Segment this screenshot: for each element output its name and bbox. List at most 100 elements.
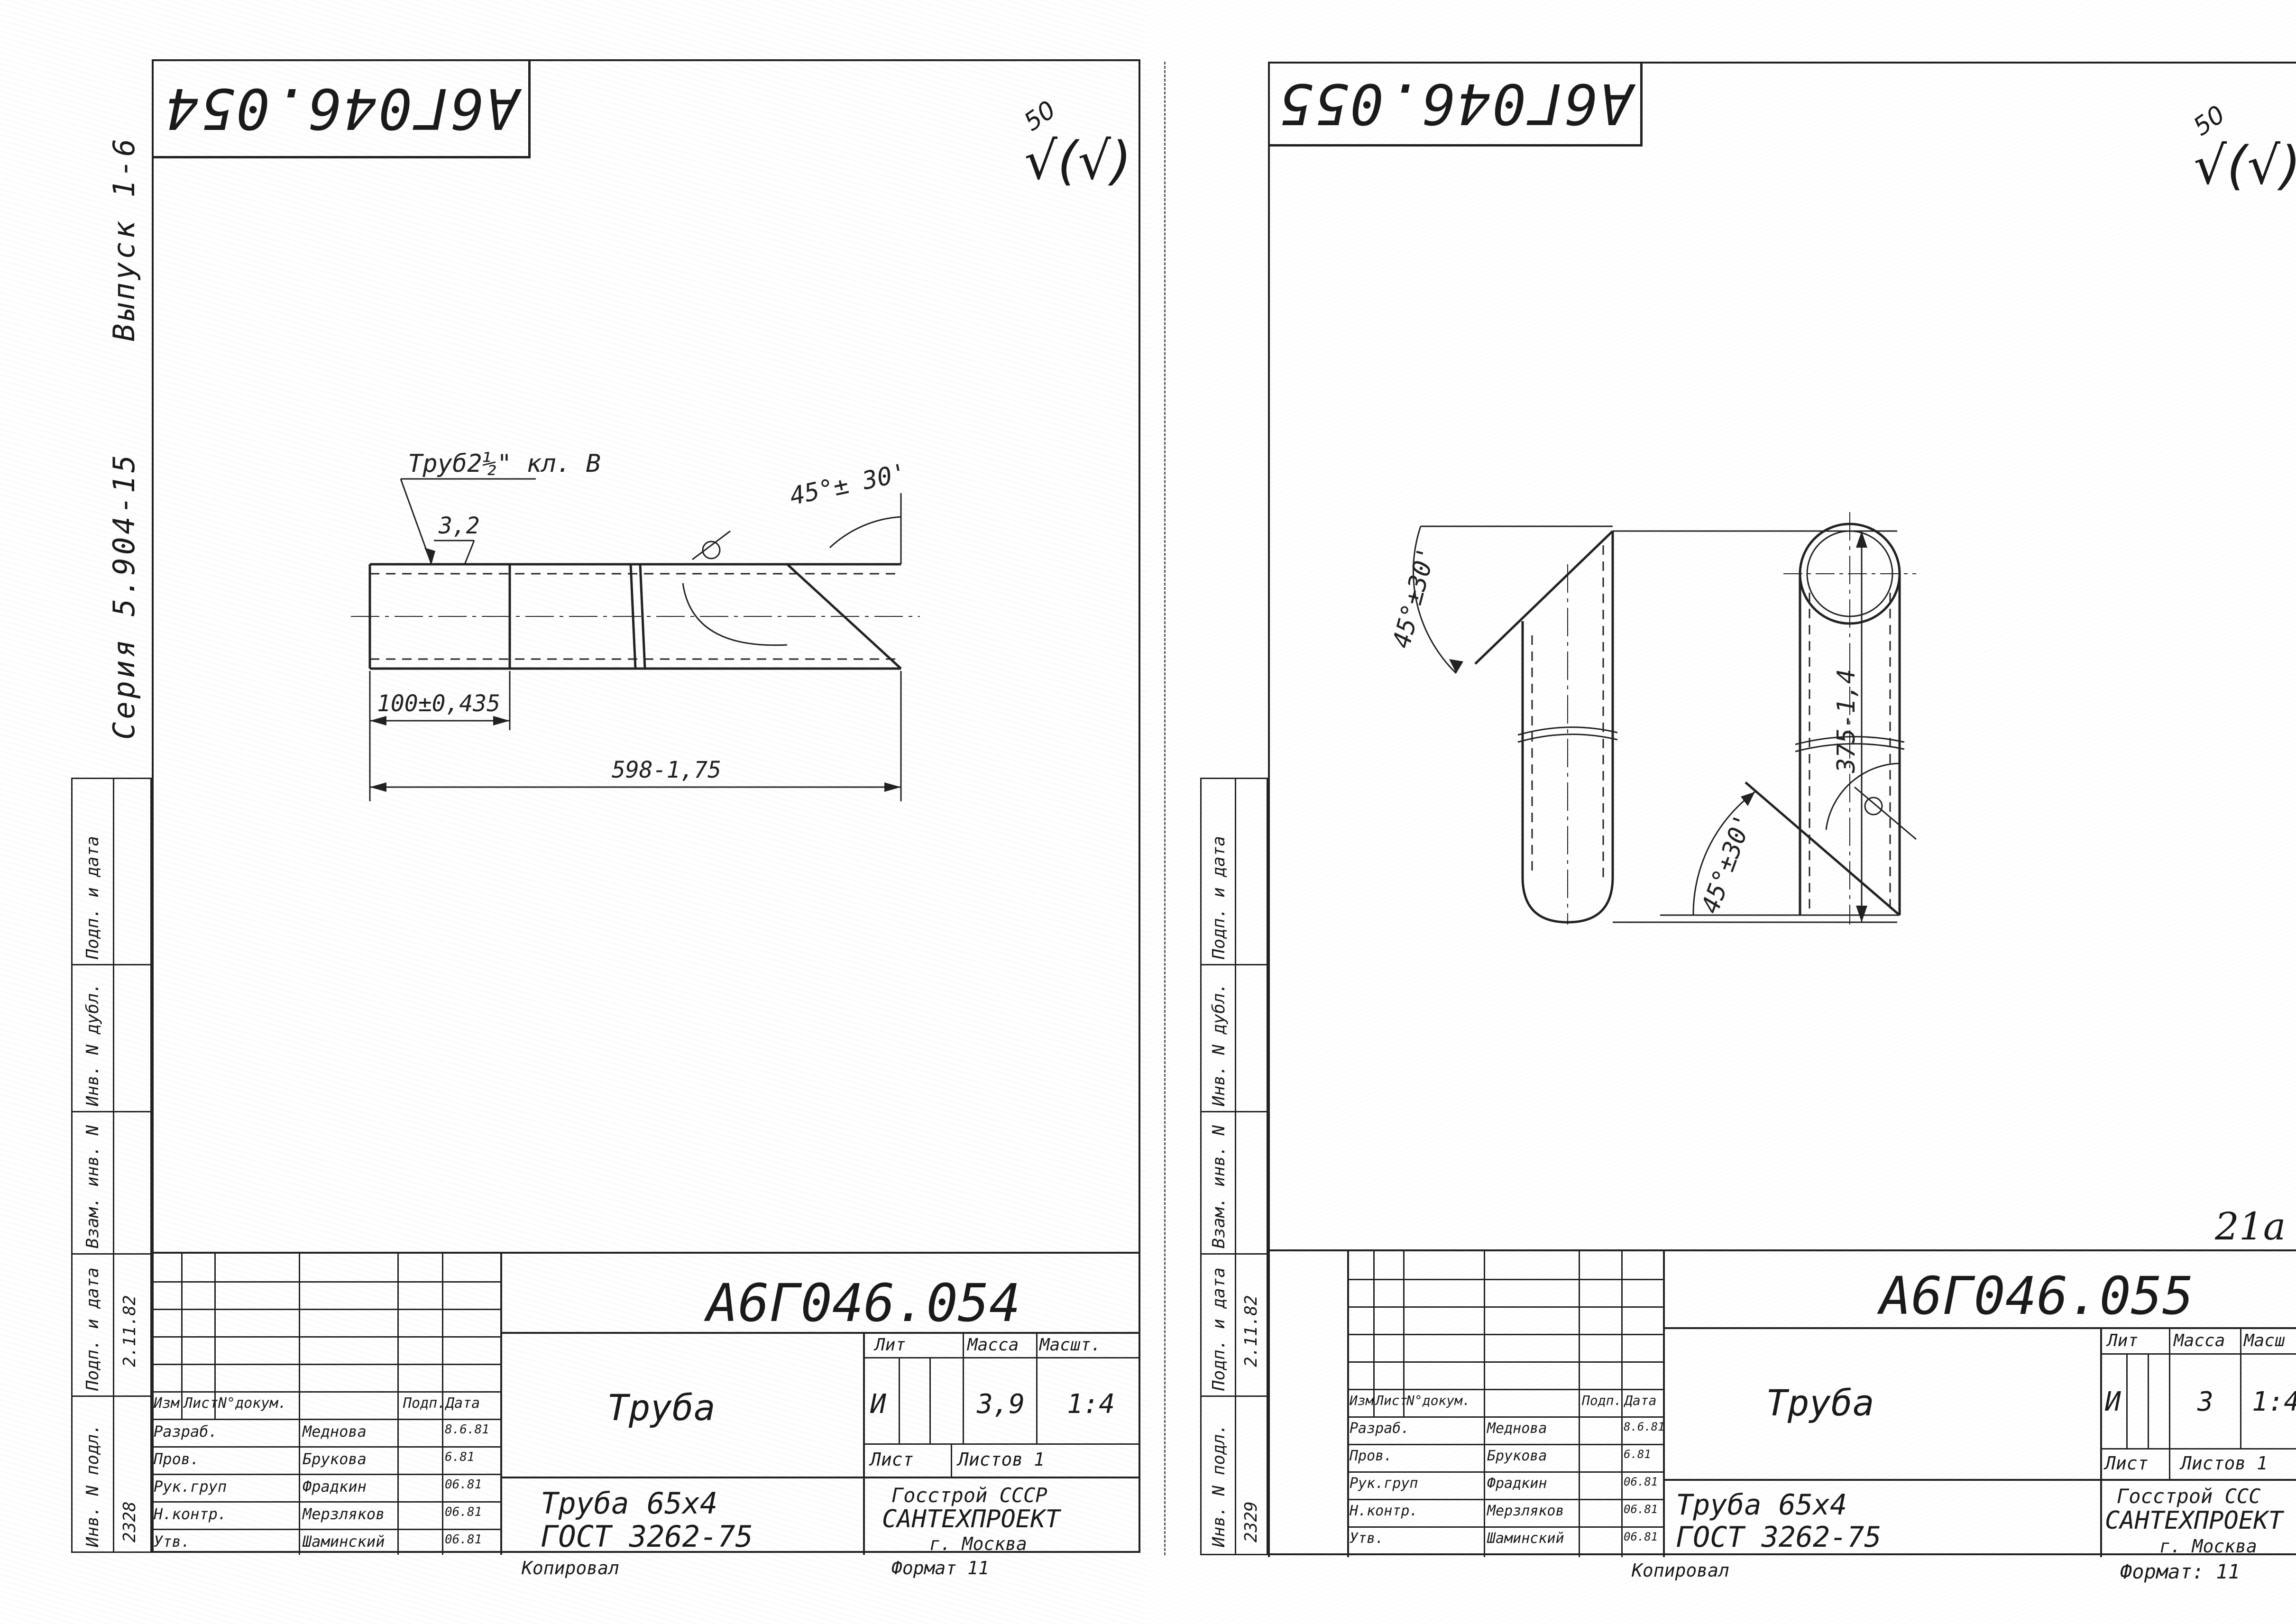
sheets-label: Листов 1	[958, 1449, 1045, 1470]
staff-role: Рук.груп	[154, 1477, 227, 1496]
title-block: А6Г046.055 Труба Труба 65x4 ГОСТ 3262-75…	[1268, 1249, 2296, 1557]
staff-date: 6.81	[445, 1450, 475, 1464]
strip-label: Подп. и дата	[83, 835, 102, 959]
staff-role: Утв.	[1350, 1530, 1384, 1547]
col-header: Изм	[1350, 1393, 1374, 1408]
side-stamp-strip: Подп. и дата Инв. N дубл. Взам. инв. N П…	[71, 778, 152, 1553]
org-line-3: г. Москва	[2159, 1536, 2257, 1557]
sheet-label: Лист	[870, 1449, 914, 1470]
staff-role: Разраб.	[1350, 1420, 1410, 1437]
strip-label: Инв. N подл.	[83, 1423, 102, 1547]
break-line	[1517, 726, 1618, 736]
roughness-symbol-icon: √(√)	[2194, 135, 2296, 196]
staff-date: 06.81	[1624, 1530, 1658, 1543]
top-code-stamp: А6Г046.055	[1270, 64, 1643, 147]
staff-name: Шаминский	[1487, 1530, 1564, 1547]
arrowhead	[1741, 792, 1755, 806]
org-line-1: Госстрой СССР	[891, 1484, 1047, 1507]
sheet-label: Лист	[2105, 1453, 2149, 1474]
bevel-line	[1745, 781, 1901, 916]
strip-label: Инв. N подл.	[1209, 1423, 1229, 1547]
staff-date: 8.6.81	[445, 1422, 489, 1437]
staff-role: Утв.	[154, 1532, 191, 1551]
strip-number: 2329	[1241, 1501, 1261, 1542]
strip-divider	[1202, 1395, 1267, 1397]
staff-name: Меднова	[303, 1422, 367, 1440]
series-label: Серия 5.904-15	[107, 452, 141, 740]
scale-header: Масш	[2244, 1331, 2285, 1350]
strip-label: Подп. и дата	[83, 1267, 102, 1391]
angle-arc	[1412, 526, 1457, 674]
break-line	[639, 564, 646, 669]
strip-divider	[1202, 964, 1267, 965]
col-header: N°докум.	[218, 1395, 287, 1412]
seam-mark-line	[692, 530, 731, 560]
seam-mark	[702, 541, 721, 560]
strip-date: 2.11.82	[1241, 1295, 1261, 1367]
staff-date: 06.81	[445, 1477, 482, 1492]
seam-mark	[1864, 797, 1883, 816]
col-header: Лист	[184, 1395, 219, 1412]
staff-role: Пров.	[1350, 1448, 1393, 1464]
issue-label: Выпуск 1-6	[107, 136, 141, 341]
staff-role: Рук.груп	[1350, 1475, 1418, 1492]
page-divider	[1164, 62, 1166, 1555]
format-label: Формат: 11	[2120, 1560, 2240, 1583]
arrowhead	[370, 716, 386, 725]
copied-by: Копировал	[522, 1558, 619, 1578]
side-stamp-strip: Подп. и дата Инв. N дубл. Взам. инв. N П…	[1200, 778, 1268, 1555]
staff-date: 8.6.81	[1624, 1420, 1665, 1433]
top-code-text: А6Г046.055	[1277, 71, 1633, 137]
strip-divider	[1202, 1253, 1267, 1255]
mass-value: 3,9	[977, 1389, 1025, 1420]
scale-header: Масшт.	[1039, 1335, 1102, 1355]
strip-label: Взам. инв. N	[1209, 1125, 1229, 1248]
drawing-code: А6Г046.055	[1880, 1266, 2194, 1326]
drawing-code: А6Г046.054	[707, 1273, 1021, 1333]
break-line	[1795, 743, 1905, 752]
angle-dimension: 45°± 30'	[787, 459, 909, 511]
org-line-1: Госстрой ССС	[2117, 1485, 2261, 1508]
arrowhead	[370, 782, 386, 792]
col-header: N°докум.	[1406, 1393, 1470, 1408]
pipe-callout: Труб2½" кл. В	[408, 450, 601, 478]
weld-size: 3,2	[438, 513, 480, 539]
height-dimension: 375-1,4	[1832, 669, 1861, 773]
scale-value: 1:4	[2252, 1386, 2296, 1417]
col-header: Дата	[1625, 1393, 1657, 1408]
drawing-sheet-right: А6Г046.055 50√(√) Подп. и дата Инв. N ду…	[1148, 0, 2296, 1624]
org-line-2: САНТЕХПРОЕКТ	[2105, 1506, 2283, 1535]
hatch-curve	[682, 583, 788, 646]
copied-by: Копировал	[1632, 1560, 1729, 1581]
staff-name: Фрадкин	[1487, 1475, 1547, 1492]
bevel-line	[1474, 530, 1614, 665]
scale-value: 1:4	[1067, 1389, 1115, 1420]
material-line-2: ГОСТ 3262-75	[1676, 1521, 1882, 1554]
part-title: Труба	[1766, 1382, 1874, 1424]
staff-name: Брукова	[1487, 1448, 1547, 1464]
col-header: Подп.	[403, 1395, 446, 1412]
arrowhead	[884, 782, 901, 792]
part-title: Труба	[607, 1386, 716, 1429]
strip-label: Подп. и дата	[1209, 835, 1229, 959]
col-header: Лист	[1376, 1393, 1408, 1408]
lit-header: Лит	[875, 1335, 906, 1355]
seam-mark-line	[1854, 786, 1917, 840]
staff-date: 06.81	[1624, 1503, 1658, 1516]
angle-arc	[829, 516, 901, 549]
roughness-mark: 50√(√)	[2188, 100, 2296, 196]
corner-page-mark: 21а	[2215, 1204, 2286, 1248]
strip-date: 2.11.82	[120, 1295, 139, 1367]
col-header: Дата	[446, 1395, 480, 1412]
strip-label: Подп. и дата	[1209, 1267, 1229, 1391]
angle-dimension-bottom: 45°±30'	[1696, 810, 1758, 917]
col-header: Изм	[154, 1395, 180, 1412]
angle-arc	[1692, 791, 1755, 916]
staff-date: 06.81	[1624, 1475, 1658, 1488]
staff-name: Мерзляков	[303, 1505, 385, 1523]
lit-value: И	[2105, 1386, 2121, 1417]
strip-divider	[73, 1111, 150, 1112]
strip-divider	[73, 1253, 150, 1255]
staff-date: 6.81	[1624, 1448, 1651, 1461]
length-dimension-total: 598-1,75	[612, 757, 721, 783]
